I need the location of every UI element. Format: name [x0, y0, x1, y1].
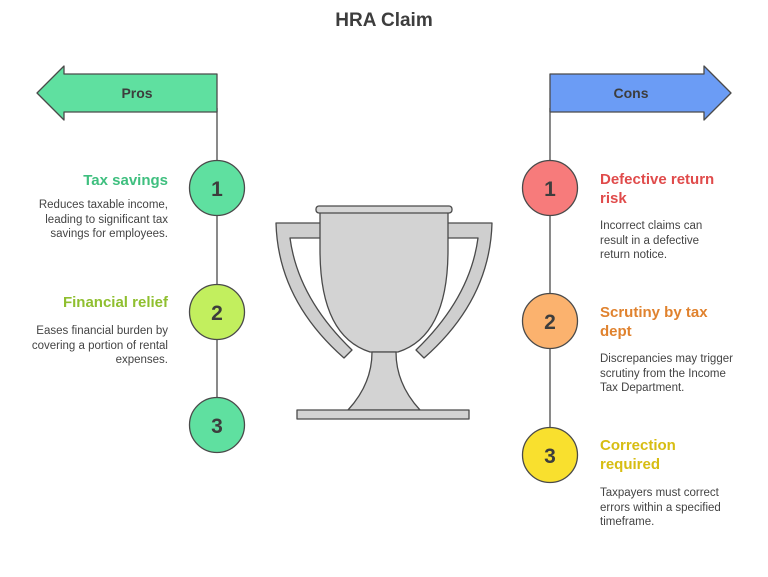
pros-step-2-number: 2	[211, 302, 223, 325]
pros-step-3-number: 3	[211, 415, 223, 438]
cons-item-2-title: Scrutiny by tax dept	[600, 304, 708, 340]
cons-step-2-number: 2	[544, 311, 556, 334]
cons-step-1-number: 1	[544, 178, 556, 201]
pros-step-1: 1	[188, 159, 246, 217]
cons-arrow	[549, 65, 732, 121]
cons-arrow-label: Cons	[614, 85, 649, 101]
cons-item-1-description: Incorrect claims can result in a defecti…	[600, 220, 703, 261]
pros-item-2-description: Eases financial burden by covering a por…	[31, 325, 168, 366]
trophy-icon	[275, 205, 493, 420]
cons-step-2: 2	[521, 292, 579, 350]
cons-item-3-description: Taxpayers must correct errors within a s…	[600, 487, 721, 528]
cons-step-3-number: 3	[544, 445, 556, 468]
cons-step-3: 3	[521, 426, 579, 484]
pros-item-1-title: Tax savings	[83, 172, 168, 189]
pros-item-2-title: Financial relief	[62, 294, 168, 311]
pros-item-1-description: Reduces taxable income, leading to signi…	[38, 199, 168, 240]
pros-arrow-label: Pros	[121, 85, 152, 101]
page-title: HRA Claim	[335, 10, 433, 31]
cons-item-1-title: Defective return risk	[600, 171, 715, 207]
pros-arrow	[36, 65, 218, 121]
cons-item-3-title: Correction required	[600, 437, 676, 473]
cons-item-2-description: Discrepancies may trigger scrutiny from …	[600, 353, 733, 394]
cons-step-1: 1	[521, 159, 579, 217]
pros-step-1-number: 1	[211, 178, 223, 201]
pros-step-3: 3	[188, 396, 246, 454]
pros-step-2: 2	[188, 283, 246, 341]
